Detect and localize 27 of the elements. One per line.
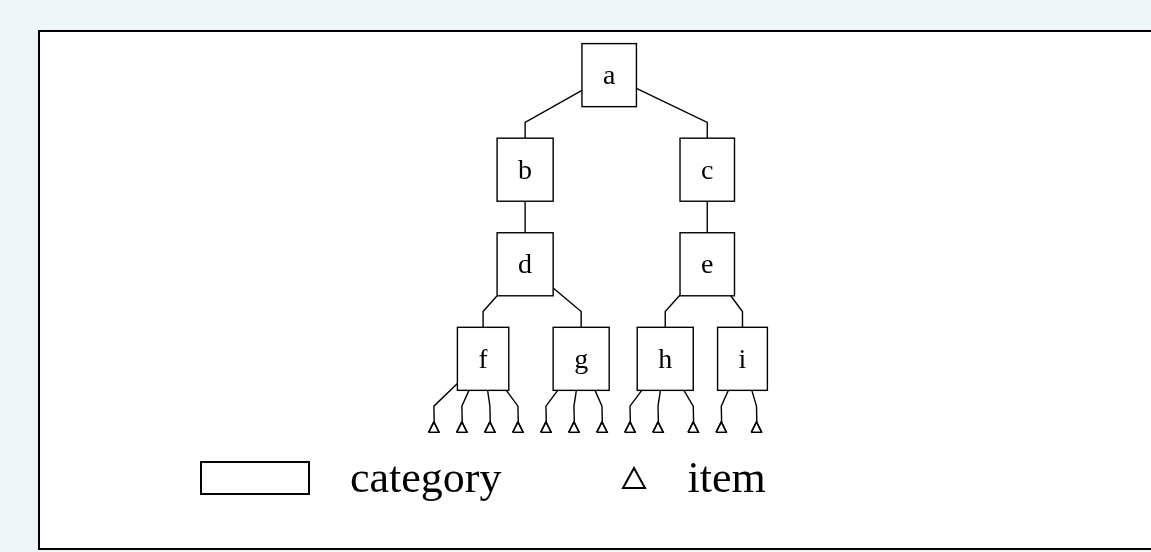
node-box: i <box>716 326 769 392</box>
legend-label: category <box>350 452 502 503</box>
legend-label: item <box>687 452 766 503</box>
node-box: e <box>679 232 736 297</box>
connector <box>486 389 491 423</box>
node-box: c <box>679 137 736 202</box>
connector <box>461 389 470 423</box>
connector <box>657 389 662 423</box>
connector <box>751 389 758 423</box>
connector <box>573 389 578 423</box>
node-box: f <box>456 326 510 392</box>
connector <box>720 389 730 423</box>
connector <box>545 389 559 423</box>
connector <box>482 295 498 328</box>
node-box: h <box>636 326 694 392</box>
connector <box>505 389 519 423</box>
connector <box>524 200 526 234</box>
connector <box>629 389 643 423</box>
node-box: a <box>581 42 638 108</box>
connector <box>683 389 695 423</box>
connector <box>664 294 681 328</box>
connector <box>730 295 744 328</box>
connector <box>594 389 604 423</box>
node-box: d <box>496 232 554 297</box>
node-box: b <box>496 137 554 202</box>
node-box: g <box>552 326 610 392</box>
connector <box>706 200 708 234</box>
